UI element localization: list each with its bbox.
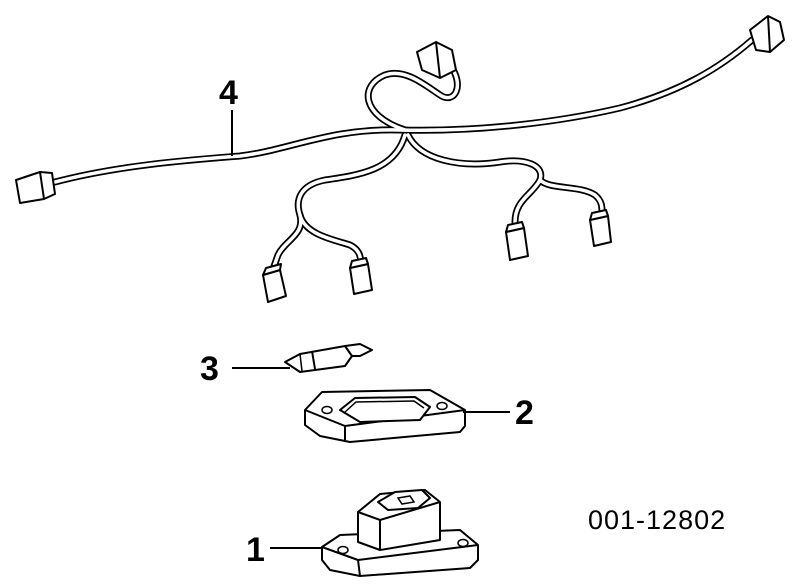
- socket-1: [262, 263, 287, 303]
- harness-wires: [51, 36, 756, 276]
- lamp-housing: [270, 489, 479, 577]
- socket-3: [505, 221, 529, 261]
- connector-top: [416, 41, 457, 79]
- callout-2: 2: [515, 394, 534, 432]
- socket-4: [589, 209, 612, 247]
- socket-2: [349, 257, 373, 295]
- bulb: [232, 343, 373, 373]
- connector-right: [749, 15, 785, 53]
- callout-1: 1: [246, 531, 265, 569]
- connector-left: [15, 171, 56, 204]
- callout-4: 4: [219, 74, 238, 112]
- callout-3: 3: [200, 350, 219, 388]
- diagram-part-number: 001-12802: [588, 505, 726, 535]
- gasket: [304, 389, 510, 443]
- wiring-harness: [15, 15, 785, 303]
